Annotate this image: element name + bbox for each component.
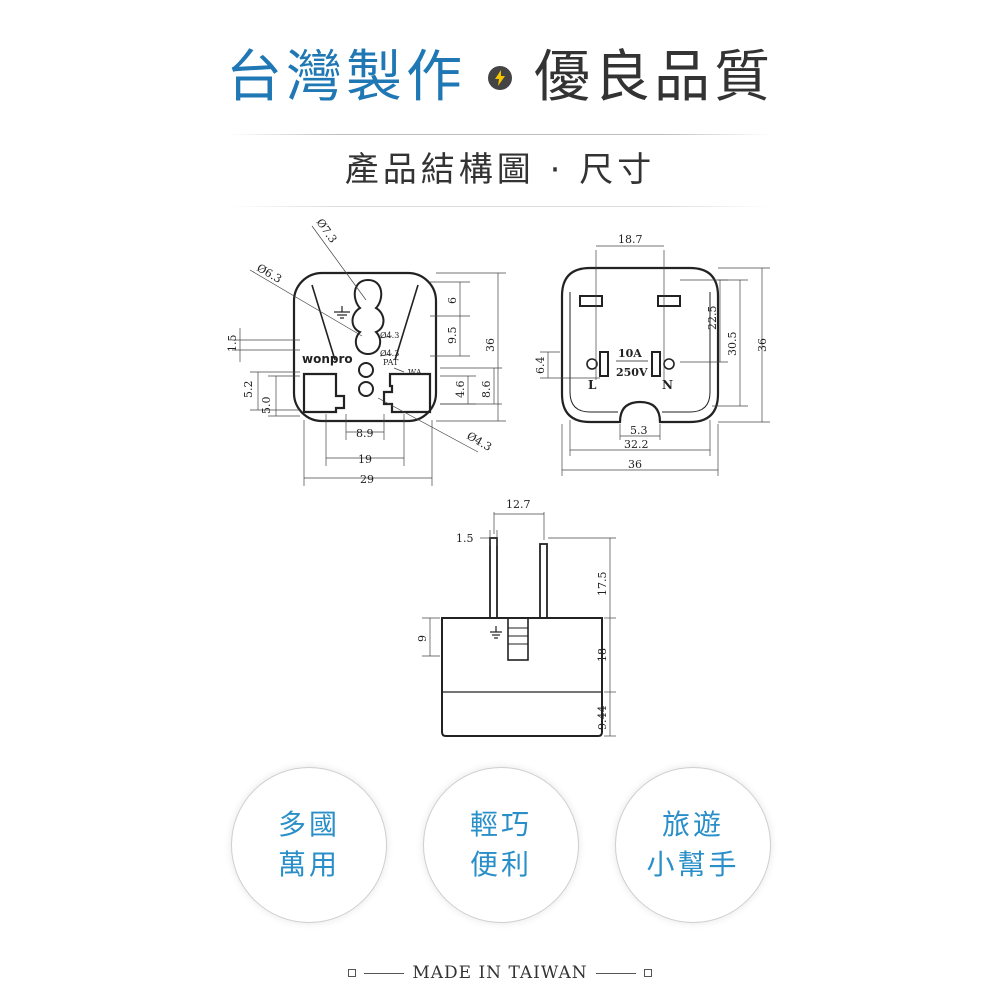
rating-current: 10A: [618, 347, 642, 360]
brand-label: wonpro: [302, 352, 353, 366]
rear-body-outline: [560, 266, 720, 424]
feature-circle-travel: 旅遊 小幫手: [615, 767, 771, 923]
dim-v305: 30.5: [726, 332, 739, 357]
dim-v225: 22.5: [706, 306, 719, 331]
feature-line2: 萬用: [277, 848, 340, 881]
page-title-right: 優良品質: [534, 45, 774, 110]
side-view: 12.7 1.5 17.5 9 18 9.44: [416, 498, 616, 737]
footer-square-icon: [348, 969, 357, 977]
dim-v95: 9.5: [446, 327, 459, 345]
feature-line1: 旅遊: [661, 808, 724, 841]
feature-line1: 輕巧: [469, 808, 532, 841]
front-view: wonpro PAT WA Ø7.3 Ø6.3 Ø4.3 Ø4.3 Ø4.3 1…: [226, 216, 506, 486]
pin-l-label: L: [588, 378, 597, 392]
dim-v36-rear: 36: [756, 338, 769, 352]
front-dim-lines: [232, 225, 506, 486]
pin-l-outline: [599, 351, 609, 377]
pin-n-rivet: [663, 358, 675, 370]
section-subtitle: 產品結構圖 · 尺寸: [344, 150, 656, 190]
dim-h127: 12.7: [506, 498, 531, 511]
feature-circle-portable: 輕巧 便利: [423, 767, 579, 923]
side-body-outline: [441, 617, 603, 737]
dim-h15-side: 1.5: [456, 532, 474, 545]
dim-v944: 9.44: [596, 706, 609, 731]
dim-v86: 8.6: [480, 381, 493, 399]
footer-square-icon: [643, 969, 652, 977]
round-hole-upper: [358, 362, 374, 378]
feature-circle-universal: 多國 萬用: [231, 767, 387, 923]
subtitle-divider: [230, 206, 770, 207]
pat-mark: PAT: [383, 358, 399, 367]
dim-d43a: Ø4.3: [380, 331, 399, 340]
dim-d43c: Ø4.3: [465, 429, 494, 454]
dim-v18: 18: [596, 648, 609, 662]
left-flat-socket: [302, 372, 346, 414]
dim-h19: 19: [358, 453, 372, 466]
dim-h36-rear: 36: [628, 458, 642, 471]
dim-v46: 4.6: [454, 381, 467, 399]
rear-inner-line-right: [662, 292, 711, 413]
feature-line1: 多國: [277, 808, 340, 841]
rear-slot-left: [579, 295, 603, 307]
dim-h187: 18.7: [618, 233, 643, 246]
page-title-left: 台灣製作: [226, 45, 466, 110]
feature-line2: 小幫手: [646, 848, 740, 881]
dim-v52: 5.2: [242, 381, 255, 399]
rating-voltage: 250V: [616, 366, 648, 379]
dim-v9: 9: [416, 635, 429, 642]
footer-line: [364, 972, 405, 974]
dim-h29: 29: [360, 473, 374, 486]
wa-mark: WA: [408, 368, 422, 377]
universal-socket-slot: [351, 278, 385, 356]
title-divider: [230, 134, 770, 135]
dim-d63: Ø6.3: [255, 261, 284, 286]
rear-slot-right: [657, 295, 681, 307]
dim-v50: 5.0: [260, 397, 273, 415]
footer-line: [595, 972, 636, 974]
lightning-bolt-icon: [488, 66, 512, 90]
side-pin-right: [539, 543, 548, 619]
side-ground-symbol-icon: [490, 626, 502, 639]
dim-h53: 5.3: [630, 424, 648, 437]
side-pin-left: [489, 537, 498, 619]
dim-d43b: Ø4.3: [380, 349, 399, 358]
dim-h322: 32.2: [624, 438, 649, 451]
rear-dim-lines: [540, 245, 770, 476]
dim-v15: 1.5: [226, 335, 239, 353]
dim-v64: 6.4: [534, 357, 547, 375]
pin-l-rivet: [586, 358, 598, 370]
dim-v6: 6: [446, 297, 459, 304]
front-bevel: [311, 284, 419, 361]
front-body-outline: [292, 271, 438, 423]
round-hole-lower: [358, 381, 374, 397]
pin-n-outline: [651, 351, 661, 377]
footer: MADE IN TAIWAN: [0, 958, 1000, 988]
right-flat-socket: [382, 372, 432, 414]
dim-d73: Ø7.3: [314, 216, 340, 245]
feature-line2: 便利: [469, 848, 532, 881]
page-header: 台灣製作 優良品質: [0, 38, 1000, 118]
side-ground-clip: [507, 617, 529, 661]
made-in-taiwan-label: MADE IN TAIWAN: [412, 963, 588, 983]
pin-n-label: N: [662, 378, 673, 392]
dim-v175: 17.5: [596, 572, 609, 597]
dim-h89: 8.9: [356, 427, 374, 440]
side-dim-lines: [422, 512, 616, 737]
ground-symbol-icon: [334, 306, 350, 319]
rear-view: 10A 250V L N: [534, 233, 770, 476]
rear-inner-line: [569, 292, 618, 413]
dim-v36: 36: [484, 338, 497, 352]
